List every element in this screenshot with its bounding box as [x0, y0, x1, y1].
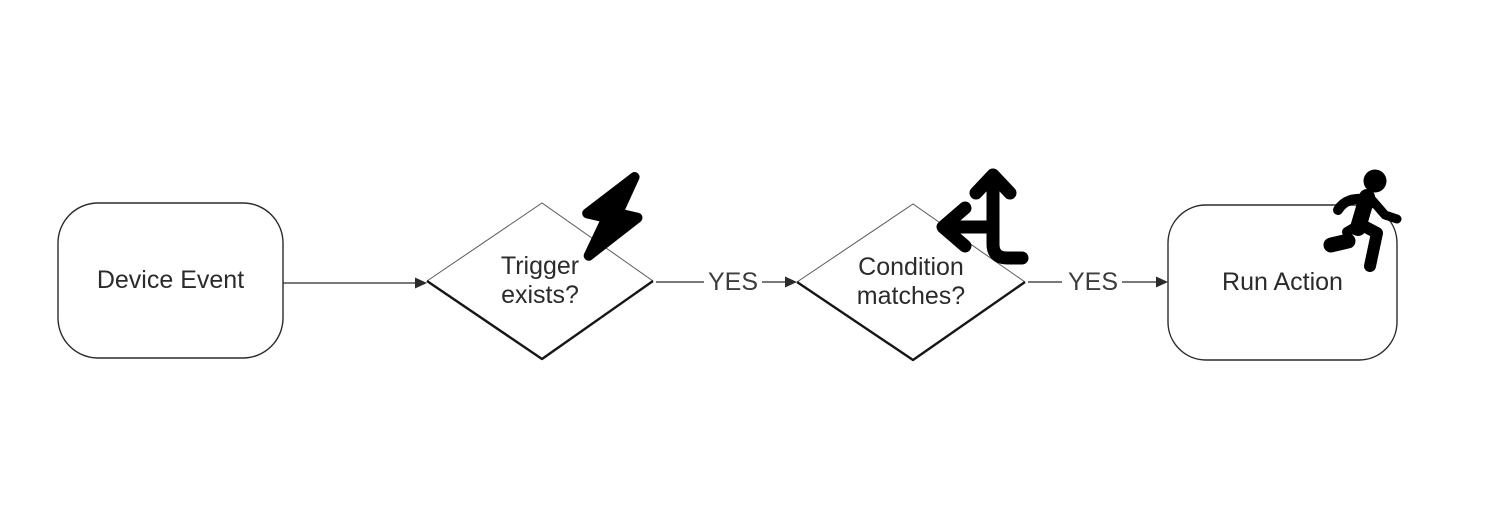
edge-condition-to-run-action: [1028, 276, 1168, 288]
edge-trigger-to-condition: [656, 276, 797, 288]
person-running-icon: [1323, 169, 1402, 272]
lightning-bolt-icon: [582, 172, 643, 261]
arrowhead-icon: [415, 277, 427, 289]
arrowhead-icon: [1156, 276, 1168, 288]
edge-device-event-to-trigger: [283, 277, 427, 289]
split-arrows-icon: [936, 168, 1029, 265]
arrowhead-icon: [785, 276, 797, 288]
node-device-event: [57, 202, 284, 359]
